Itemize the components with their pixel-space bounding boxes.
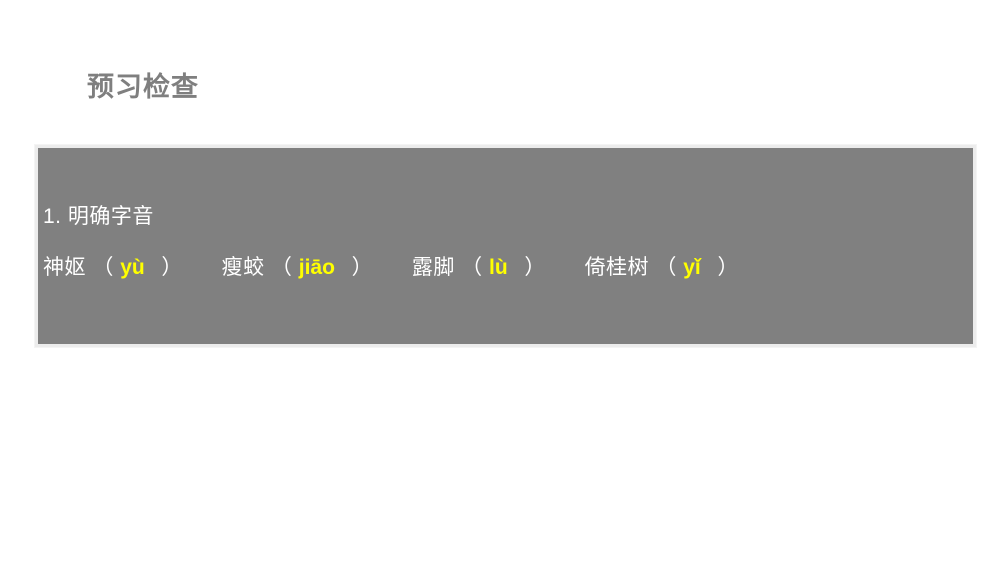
- entry-word: 神妪: [43, 256, 86, 279]
- open-paren: （: [461, 256, 483, 279]
- pinyin-entry-list: 神妪 （ yù ） 瘦蛟 （ jiāo ） 露脚 （: [43, 257, 965, 278]
- entry-word: 瘦蛟: [221, 256, 265, 279]
- entry-word: 倚桂树: [584, 256, 650, 279]
- list-item: 瘦蛟 （ jiāo ）: [222, 256, 380, 279]
- open-paren: （: [92, 256, 114, 279]
- close-paren: ）: [351, 256, 374, 279]
- list-item: 露脚 （ lù ）: [412, 256, 552, 279]
- entry-pinyin: yù: [120, 256, 145, 279]
- panel-heading: 1. 明确字音: [43, 205, 154, 228]
- list-item: 神妪 （ yù ）: [43, 256, 189, 279]
- page-title: 预习检查: [87, 72, 199, 102]
- list-item: 倚桂树 （ yǐ ）: [585, 256, 739, 279]
- content-panel: 1. 明确字音 神妪 （ yù ） 瘦蛟 （ jiāo ）: [35, 145, 976, 347]
- close-paren: ）: [717, 256, 739, 279]
- panel-body: 1. 明确字音 神妪 （ yù ） 瘦蛟 （ jiāo ）: [43, 206, 965, 278]
- close-paren: ）: [161, 256, 183, 279]
- close-paren: ）: [524, 256, 546, 279]
- entry-pinyin: yǐ: [683, 256, 701, 279]
- open-paren: （: [655, 256, 677, 279]
- entry-word: 露脚: [411, 256, 455, 279]
- entry-pinyin: lù: [489, 256, 508, 279]
- entry-pinyin: jiāo: [298, 256, 335, 279]
- open-paren: （: [270, 256, 293, 279]
